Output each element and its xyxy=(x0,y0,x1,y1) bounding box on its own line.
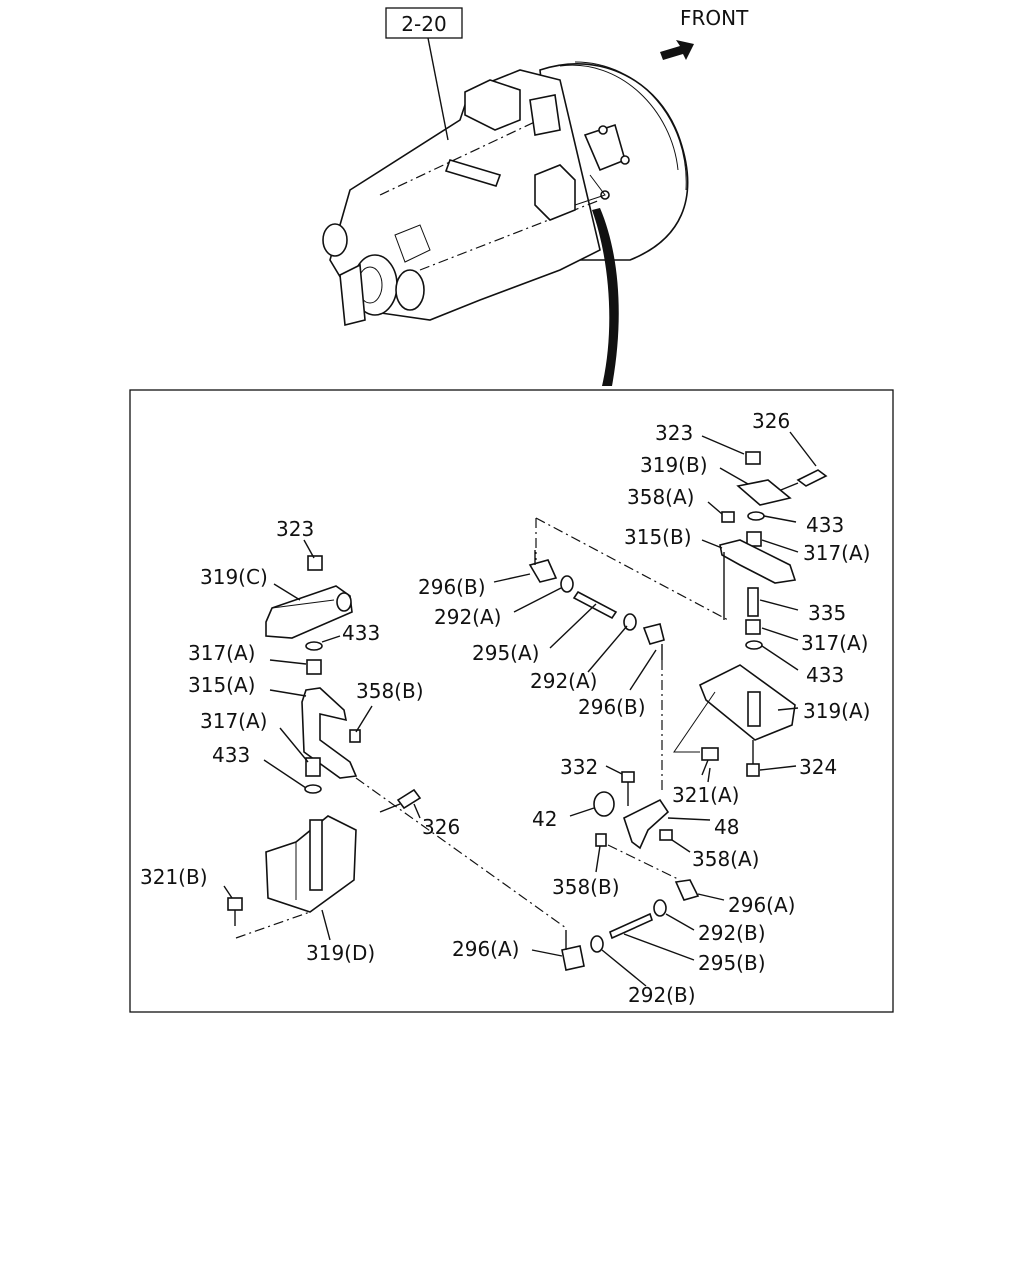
front-label: FRONT xyxy=(680,6,749,30)
callout-292a-2: 292(A) xyxy=(530,669,597,693)
callout-317a-r1: 317(A) xyxy=(803,541,870,565)
callout-292b-2: 292(B) xyxy=(628,983,696,1007)
callout-317a-l1: 317(A) xyxy=(188,641,255,665)
callout-319b: 319(B) xyxy=(640,453,708,477)
reference-label: 2-20 xyxy=(385,7,463,141)
callout-433-left2: 433 xyxy=(212,743,250,767)
lower-rod-assembly xyxy=(561,879,700,971)
callout-42: 42 xyxy=(532,807,557,831)
callout-335: 335 xyxy=(808,601,846,625)
center-shift-lever xyxy=(593,771,681,881)
leader-lines xyxy=(223,431,817,987)
callout-433-b: 433 xyxy=(806,663,844,687)
callout-315b: 315(B) xyxy=(624,525,692,549)
callout-324: 324 xyxy=(799,755,837,779)
callout-319c: 319(C) xyxy=(200,565,268,589)
front-indicator: FRONT xyxy=(660,6,749,60)
callout-319a: 319(A) xyxy=(803,699,870,723)
callout-358a-top: 358(A) xyxy=(627,485,694,509)
callout-323-top: 323 xyxy=(655,421,693,445)
callout-326-top: 326 xyxy=(752,409,790,433)
callout-317a-r2: 317(A) xyxy=(801,631,868,655)
callout-326-left: 326 xyxy=(422,815,460,839)
callout-296b-2: 296(B) xyxy=(578,695,646,719)
callout-323-left: 323 xyxy=(276,517,314,541)
right-lever-assembly xyxy=(673,451,828,777)
callout-321b: 321(B) xyxy=(140,865,208,889)
callout-358b-left: 358(B) xyxy=(356,679,424,703)
callout-317a-l2: 317(A) xyxy=(200,709,267,733)
detail-frame xyxy=(129,389,894,1013)
callout-319d: 319(D) xyxy=(306,941,375,965)
callout-48: 48 xyxy=(714,815,739,839)
callout-292a-1: 292(A) xyxy=(434,605,501,629)
callout-296b-top: 296(B) xyxy=(418,575,486,599)
upper-rod-assembly xyxy=(528,517,729,790)
callout-433-left1: 433 xyxy=(342,621,380,645)
left-lever-assembly xyxy=(227,555,567,939)
callout-332: 332 xyxy=(560,755,598,779)
callout-321a: 321(A) xyxy=(672,783,739,807)
callout-295a: 295(A) xyxy=(472,641,539,665)
callout-295b: 295(B) xyxy=(698,951,766,975)
callout-296a-r: 296(A) xyxy=(728,893,795,917)
transmission-assembly xyxy=(322,61,689,386)
front-arrow-icon xyxy=(660,40,694,60)
callout-labels: 326 323 319(B) 358(A) 433 315(B) 317(A) … xyxy=(140,409,870,1007)
callout-292b-1: 292(B) xyxy=(698,921,766,945)
callout-296a-l: 296(A) xyxy=(452,937,519,961)
callout-358a-2: 358(A) xyxy=(692,847,759,871)
callout-315a: 315(A) xyxy=(188,673,255,697)
reference-number: 2-20 xyxy=(401,12,446,36)
callout-358b-2: 358(B) xyxy=(552,875,620,899)
callout-433-a: 433 xyxy=(806,513,844,537)
